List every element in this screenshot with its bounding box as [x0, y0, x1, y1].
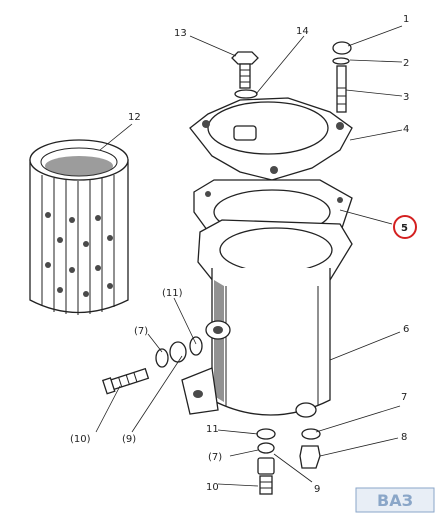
label-3: 3 [403, 92, 409, 103]
label-6: 6 [403, 324, 409, 335]
label-1: 1 [403, 14, 409, 25]
callout-labels: 1 2 3 4 5 6 7 8 12 13 14 (11) (7) (10) (… [70, 14, 409, 495]
label-13: 13 [174, 28, 187, 39]
highlight-circle [393, 215, 417, 239]
bolt-3 [332, 41, 352, 113]
washer-2 [332, 57, 350, 65]
watermark-text: ВАЗ [377, 491, 413, 510]
label-7-paren: (7) [134, 326, 148, 337]
cover-4 [189, 97, 353, 181]
label-7: 7 [401, 392, 407, 403]
housing-6 [181, 219, 353, 418]
washer-14 [234, 89, 258, 99]
label-11-paren: (11) [162, 288, 183, 299]
label-14: 14 [296, 26, 309, 37]
label-8: 8 [401, 432, 407, 443]
filter-element-12 [29, 139, 129, 315]
watermark-logo: ВАЗ [355, 487, 435, 513]
label-4: 4 [403, 124, 409, 135]
label-10: 10 [206, 482, 219, 493]
label-9-paren: (9) [122, 434, 136, 445]
label-7-paren-bottom: (7) [208, 452, 222, 463]
label-10-paren: (10) [70, 434, 91, 445]
top-bolt-13 [231, 51, 259, 89]
label-2: 2 [403, 58, 409, 69]
label-9: 9 [314, 484, 320, 495]
label-11: 11 [206, 424, 219, 435]
label-5: 5 [401, 223, 408, 234]
side-fittings [101, 336, 203, 395]
leader-lines [95, 25, 403, 487]
label-12: 12 [128, 112, 141, 123]
bottom-fittings [256, 428, 321, 495]
